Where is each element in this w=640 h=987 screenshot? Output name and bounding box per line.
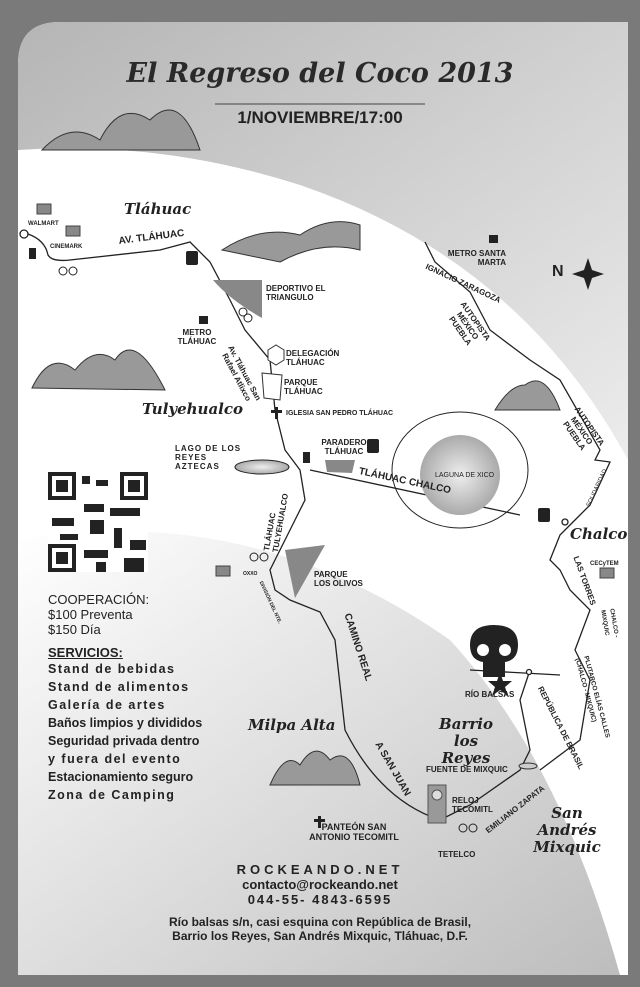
- place-metro-tlahuac: METRO TLÁHUAC: [177, 328, 217, 346]
- venue-star-icon: [488, 672, 512, 696]
- place-laguna-de-xico: LAGUNA DE XICO: [435, 472, 495, 479]
- event-title: El Regreso del Coco 2013: [126, 58, 514, 89]
- place-tetelco: TETELCO: [438, 850, 476, 859]
- place-delegacion: DELEGACIÓN TLÁHUAC: [286, 349, 340, 367]
- place-deportivo: DEPORTIVO EL TRIANGULO: [266, 284, 326, 302]
- region-milpa-alta: Milpa Alta: [248, 716, 336, 734]
- laguna-de-xico: [420, 435, 500, 515]
- service-item: Estacionamiento seguro: [48, 770, 194, 784]
- fountain-icon: [518, 762, 538, 770]
- mountain-icon: [31, 349, 166, 391]
- price-preventa: $100 Preventa: [48, 607, 133, 622]
- place-cinemark: CINEMARK: [50, 244, 83, 250]
- place-cecytem: CECyTEM: [590, 561, 619, 567]
- region-tlahuac: Tláhuac: [124, 200, 192, 218]
- region-barrio-los-reyes: Barrio los Reyes: [439, 715, 493, 767]
- footer: ROCKEANDO.NET contacto@rockeando.net 044…: [0, 862, 640, 943]
- place-parque-tlahuac: PARQUE TLÁHUAC: [284, 378, 323, 396]
- place-paradero: PARADERO TLÁHUAC: [321, 438, 367, 456]
- place-reloj: RELOJ TECOMITL: [452, 796, 493, 814]
- info-panel: COOPERACIÓN: $100 Preventa $150 Día SERV…: [48, 592, 202, 804]
- region-chalco: Chalco: [570, 525, 628, 543]
- place-panteon: PANTEÓN SAN ANTONIO TECOMITL: [309, 822, 399, 842]
- service-item: Stand de alimentos: [48, 680, 190, 694]
- services-title: SERVICIOS:: [48, 645, 123, 660]
- skull-icon: [470, 625, 518, 677]
- place-iglesia: IGLESIA SAN PEDRO TLÁHUAC: [286, 410, 394, 417]
- region-tulyehualco: Tulyehualco: [142, 400, 244, 418]
- place-walmart: WALMART: [28, 221, 59, 227]
- place-oxxo: OXXO: [243, 571, 258, 577]
- website[interactable]: ROCKEANDO.NET: [236, 862, 404, 877]
- service-item: Baños limpios y divididos: [48, 716, 203, 730]
- region-mixquic: San Andrés Mixquic: [533, 804, 601, 856]
- event-date: 1/NOVIEMBRE/17:00: [237, 108, 403, 127]
- service-item: Zona de Camping: [48, 788, 176, 802]
- compass-star-icon: [572, 258, 604, 290]
- walmart-store-icon: [36, 203, 52, 215]
- service-item: Stand de bebidas: [48, 662, 176, 676]
- north-label: N: [552, 263, 564, 280]
- phone: 044-55- 4843-6595: [247, 892, 393, 907]
- qr-code: [48, 472, 148, 572]
- price-dia: $150 Día: [48, 622, 101, 637]
- road-rio-balsas: RÍO BALSAS: [465, 690, 515, 699]
- place-parque-los-olivos: PARQUE LOS OLIVOS: [314, 570, 363, 588]
- address-line-2: Barrio los Reyes, San Andrés Mixquic, Tl…: [172, 929, 468, 943]
- place-fuente: FUENTE DE MIXQUIC: [426, 765, 508, 774]
- cooperation-title: COOPERACIÓN:: [48, 592, 150, 607]
- place-lago: LAGO DE LOS REYES AZTECAS: [175, 444, 242, 471]
- service-item: Seguridad privada dentro: [48, 734, 200, 748]
- place-metro-santa-marta: METRO SANTA MARTA: [447, 249, 506, 267]
- service-item: y fuera del evento: [48, 752, 182, 766]
- bus-icon: [186, 251, 198, 265]
- service-item: Galería de artes: [48, 698, 166, 712]
- address-line-1: Río balsas s/n, casi esquina con Repúbli…: [168, 915, 472, 929]
- email[interactable]: contacto@rockeando.net: [242, 877, 398, 892]
